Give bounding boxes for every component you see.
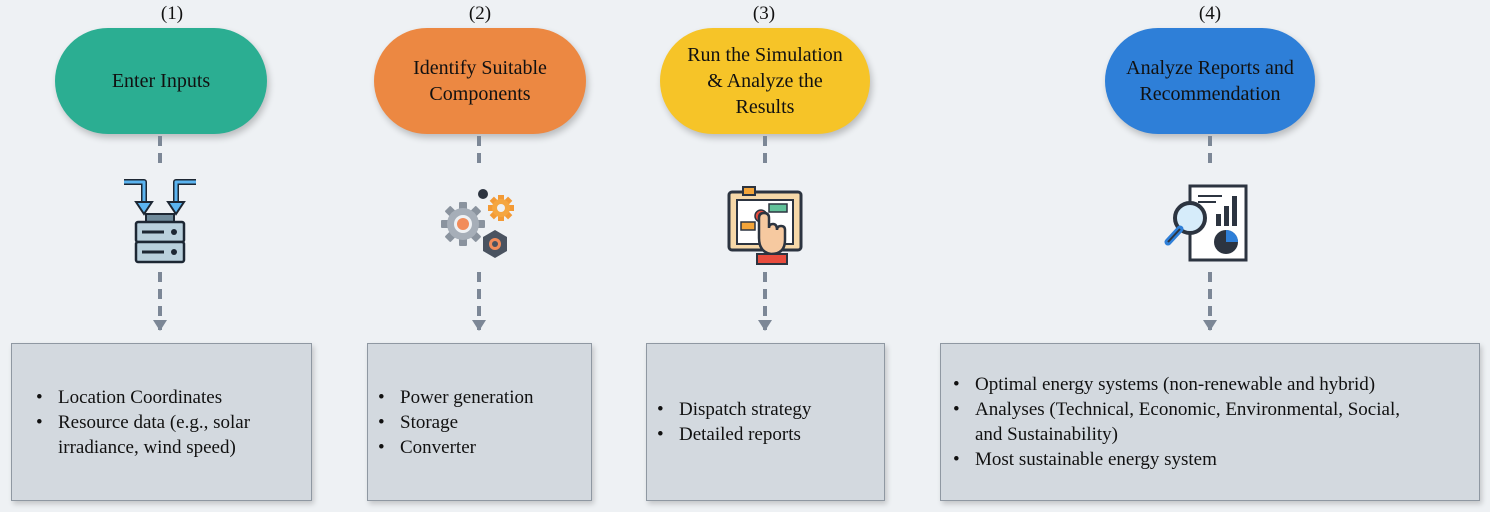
- arrow-down-icon: [1203, 320, 1217, 331]
- step-title: Enter Inputs: [111, 70, 211, 92]
- arrow-down-icon: [153, 320, 167, 331]
- list-item: Converter: [378, 435, 533, 460]
- step-title-pill: Enter Inputs: [55, 28, 267, 134]
- list-item: Most sustainable energy system: [953, 447, 1415, 472]
- step-details-box: Optimal energy systems (non-renewable an…: [940, 343, 1480, 501]
- list-item: Optimal energy systems (non-renewable an…: [953, 372, 1415, 397]
- step-details-box: Power generation Storage Converter: [367, 343, 592, 501]
- step-number: (3): [752, 3, 776, 24]
- step-title: Analyze Reports and Recommendation: [1126, 57, 1294, 105]
- step-number: (2): [468, 3, 492, 24]
- step-title-pill: Analyze Reports and Recommendation: [1105, 28, 1315, 134]
- touch-screen-icon: [715, 170, 815, 270]
- list-item: Detailed reports: [657, 422, 811, 447]
- list-item: Analyses (Technical, Economic, Environme…: [953, 397, 1415, 447]
- step-title: Run the Simulation & Analyze the Results: [687, 44, 843, 118]
- arrow-down-icon: [472, 320, 486, 331]
- report-magnifier-icon: [1160, 170, 1260, 270]
- step-title-pill: Identify Suitable Components: [374, 28, 586, 134]
- step-details-box: Location Coordinates Resource data (e.g.…: [11, 343, 312, 501]
- step-details-box: Dispatch strategy Detailed reports: [646, 343, 885, 501]
- step-title: Identify Suitable Components: [413, 57, 547, 105]
- list-item: Storage: [378, 410, 533, 435]
- step-number: (4): [1198, 3, 1222, 24]
- step-number: (1): [160, 3, 184, 24]
- gears-icon: [429, 170, 529, 270]
- step-title-pill: Run the Simulation & Analyze the Results: [660, 28, 870, 134]
- list-item: Dispatch strategy: [657, 397, 812, 422]
- list-item: Location Coordinates: [36, 385, 283, 410]
- arrow-down-icon: [758, 320, 772, 331]
- input-server-icon: [110, 170, 210, 270]
- list-item: Power generation: [378, 385, 534, 410]
- list-item: Resource data (e.g., solar irradiance, w…: [36, 410, 283, 460]
